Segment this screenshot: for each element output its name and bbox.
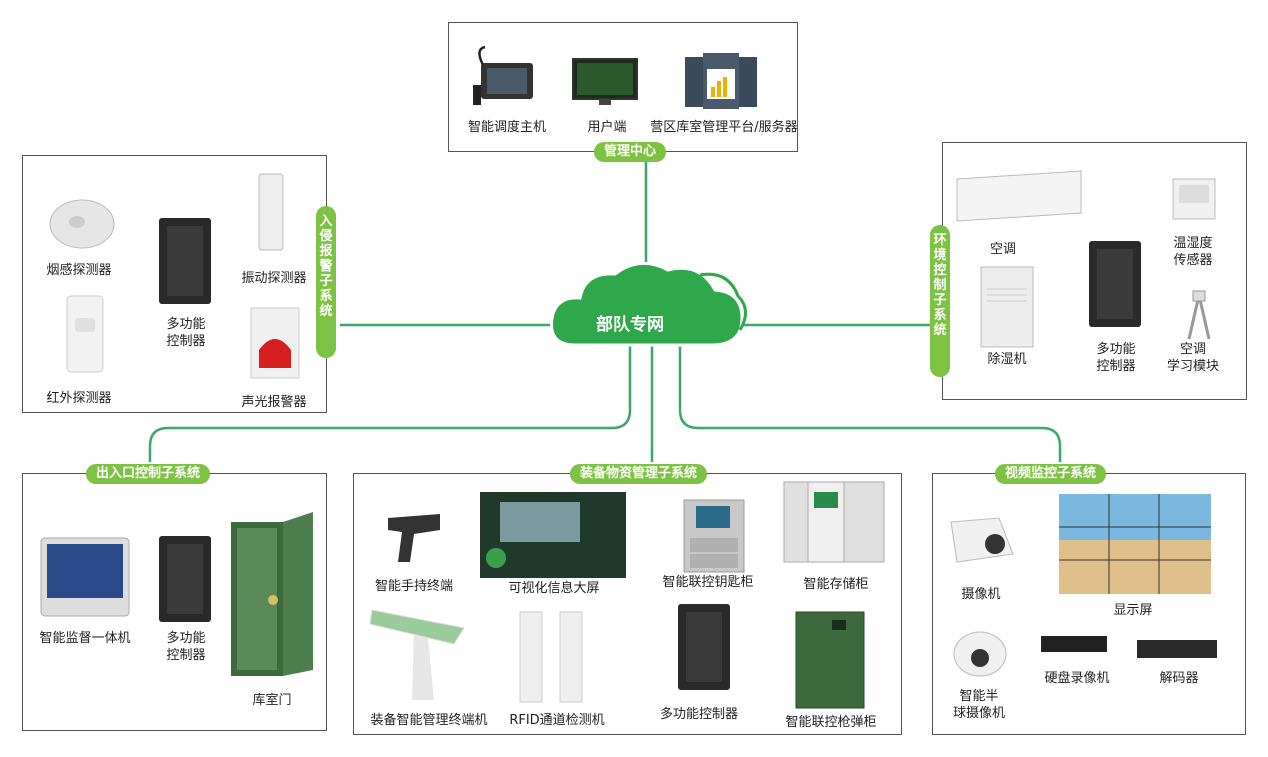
sound-light-alarm-icon bbox=[250, 307, 300, 379]
tag-management-center: 管理中心 bbox=[594, 142, 667, 162]
label-supervision-terminal: 智能监督一体机 bbox=[39, 631, 131, 646]
smart-storage-cabinet-icon bbox=[783, 481, 885, 563]
label-vault-door: 库室门 bbox=[252, 693, 292, 708]
key-cabinet-icon bbox=[683, 499, 745, 573]
tag-intrusion-alarm: 入侵报警子系统 bbox=[316, 206, 336, 358]
label-vibration-detector: 振动探测器 bbox=[241, 271, 307, 286]
gun-ammo-cabinet-icon bbox=[795, 611, 865, 709]
server-icon bbox=[685, 53, 757, 109]
access-control-panel: 智能监督一体机 多功能 控制器 库室门 bbox=[22, 473, 327, 731]
tag-equipment-management: 装备物资管理子系统 bbox=[570, 464, 708, 484]
multi-controller-icon bbox=[159, 536, 211, 622]
infrared-detector-icon bbox=[66, 295, 104, 373]
dispatch-host-icon bbox=[473, 45, 533, 105]
multi-controller-icon bbox=[1089, 241, 1141, 327]
network-label: 部队专网 bbox=[596, 315, 664, 335]
label-management-terminal: 装备智能管理终端机 bbox=[370, 713, 488, 728]
label-server: 营区库室管理平台/服务器 bbox=[650, 120, 798, 135]
management-center-panel: 智能调度主机 用户端 营区库室管理平台/服务器 bbox=[448, 22, 798, 152]
rfid-gate-icon bbox=[519, 611, 583, 703]
label-dispatch-host: 智能调度主机 bbox=[467, 120, 546, 135]
handheld-terminal-icon bbox=[388, 514, 440, 562]
label-air-conditioner: 空调 bbox=[989, 242, 1016, 257]
visual-big-screen-icon bbox=[480, 492, 626, 578]
line-bottom-left bbox=[148, 345, 632, 462]
tag-access-control: 出入口控制子系统 bbox=[86, 464, 211, 484]
dome-camera-icon bbox=[953, 631, 1007, 677]
label-visual-big-screen: 可视化信息大屏 bbox=[508, 581, 600, 596]
label-nvr: 硬盘录像机 bbox=[1044, 671, 1110, 686]
line-bottom-right bbox=[678, 345, 1062, 462]
label-multi-controller: 多功能 控制器 bbox=[166, 631, 206, 663]
air-conditioner-icon bbox=[956, 170, 1082, 222]
vault-door-icon bbox=[231, 512, 313, 676]
label-multi-controller: 多功能 控制器 bbox=[1096, 342, 1136, 374]
label-infrared-detector: 红外探测器 bbox=[46, 391, 112, 406]
label-dome-camera: 智能半 球摄像机 bbox=[952, 689, 1005, 721]
video-surveillance-panel: 摄像机 显示屏 智能半 球摄像机 硬盘录像机 解码器 bbox=[932, 473, 1246, 735]
vibration-detector-icon bbox=[258, 173, 284, 251]
environment-control-panel: 空调 温湿度 传感器 除湿机 多功能 控制器 空调 学习模块 bbox=[942, 142, 1247, 400]
label-decoder: 解码器 bbox=[1159, 671, 1199, 686]
ac-learning-module-icon bbox=[1187, 290, 1211, 340]
label-rfid-gate: RFID通道检测机 bbox=[509, 713, 605, 728]
management-terminal-icon bbox=[369, 609, 465, 700]
decoder-icon bbox=[1137, 640, 1217, 658]
multi-controller-icon bbox=[159, 218, 211, 304]
label-handheld-terminal: 智能手持终端 bbox=[374, 579, 453, 594]
cloud-icon bbox=[549, 262, 747, 347]
label-smart-storage-cabinet: 智能存储柜 bbox=[803, 577, 869, 592]
dehumidifier-icon bbox=[980, 266, 1034, 348]
nvr-icon bbox=[1041, 636, 1107, 652]
supervision-terminal-icon bbox=[40, 537, 130, 617]
intrusion-alarm-panel: 烟感探测器 多功能 控制器 振动探测器 红外探测器 声光报警器 bbox=[22, 155, 327, 413]
camera-icon bbox=[950, 517, 1014, 563]
tag-environment-control: 环境控制子系统 bbox=[930, 225, 950, 377]
label-multi-controller: 多功能 控制器 bbox=[166, 317, 206, 349]
label-sound-light-alarm: 声光报警器 bbox=[241, 395, 307, 410]
smoke-detector-icon bbox=[49, 199, 115, 249]
user-terminal-icon bbox=[572, 58, 638, 105]
label-ac-learning-module: 空调 学习模块 bbox=[1166, 342, 1219, 374]
equipment-management-panel: 智能手持终端 可视化信息大屏 智能联控钥匙柜 智能存储柜 装备智能管理终端机 R… bbox=[353, 473, 902, 735]
tag-video-surveillance: 视频监控子系统 bbox=[995, 464, 1107, 484]
label-temp-humidity-sensor: 温湿度 传感器 bbox=[1173, 236, 1213, 268]
label-video-wall: 显示屏 bbox=[1113, 603, 1153, 618]
label-user-terminal: 用户端 bbox=[587, 120, 627, 135]
label-multi-controller: 多功能控制器 bbox=[659, 707, 738, 722]
label-camera: 摄像机 bbox=[961, 587, 1001, 602]
label-key-cabinet: 智能联控钥匙柜 bbox=[662, 575, 754, 590]
label-smoke-detector: 烟感探测器 bbox=[46, 263, 112, 278]
label-dehumidifier: 除湿机 bbox=[987, 352, 1027, 367]
multi-controller-icon bbox=[678, 604, 730, 690]
label-gun-ammo-cabinet: 智能联控枪弹柜 bbox=[785, 715, 877, 730]
temp-humidity-sensor-icon bbox=[1172, 178, 1216, 220]
video-wall-icon bbox=[1059, 494, 1211, 594]
